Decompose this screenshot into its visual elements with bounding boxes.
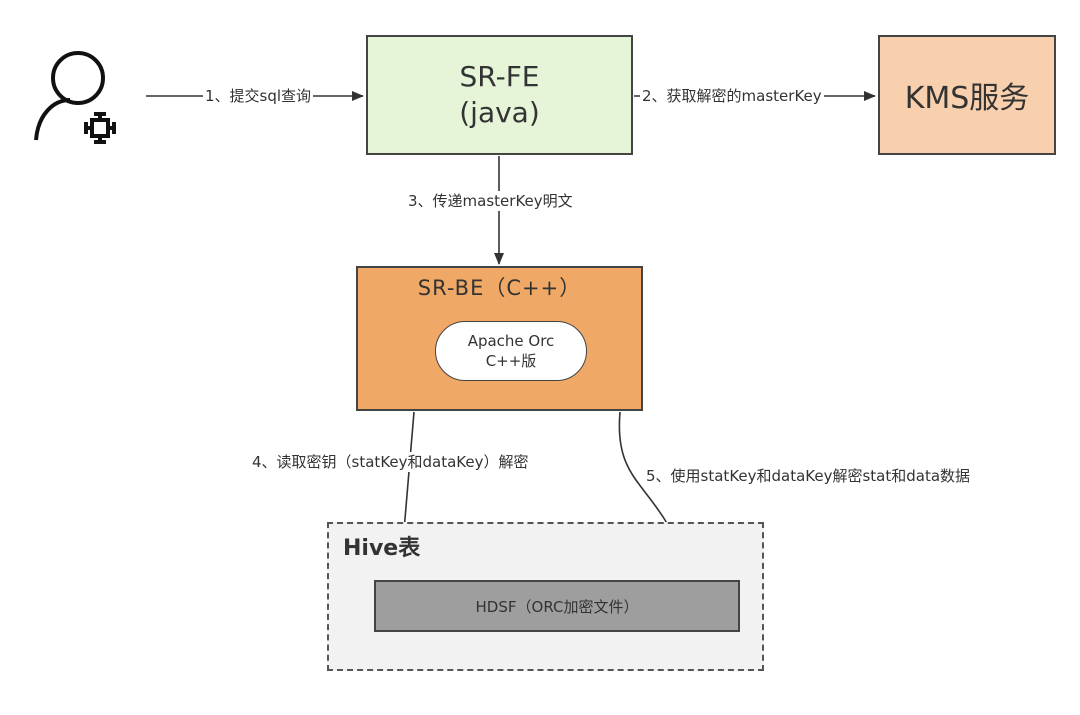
kms-label: KMS服务 xyxy=(904,81,1030,116)
hdfs-label: HDSF（ORC加密文件） xyxy=(475,597,639,616)
user-gear-icon xyxy=(34,51,116,144)
sr-be-title: SR-BE（C++） xyxy=(417,276,582,300)
sr-be-node: SR-BE（C++） Apache Orc C++版 xyxy=(356,266,643,411)
hdfs-node: HDSF（ORC加密文件） xyxy=(374,580,740,632)
sr-fe-title: SR-FE xyxy=(459,60,540,93)
edge-5-label: 5、使用statKey和dataKey解密stat和data数据 xyxy=(644,466,973,486)
edge-3-label: 3、传递masterKey明文 xyxy=(406,191,575,211)
apache-orc-line1: Apache Orc xyxy=(467,332,555,350)
sr-fe-node: SR-FE (java) xyxy=(366,35,633,155)
edge-2-label: 2、获取解密的masterKey xyxy=(640,86,824,106)
edge-1-label: 1、提交sql查询 xyxy=(203,86,314,106)
apache-orc-line2: C++版 xyxy=(485,352,537,370)
sr-fe-subtitle: (java) xyxy=(459,96,540,129)
kms-node: KMS服务 xyxy=(878,35,1056,155)
edge-4-label: 4、读取密钥（statKey和dataKey）解密 xyxy=(250,452,531,472)
apache-orc-node: Apache Orc C++版 xyxy=(435,321,587,381)
hive-table-title: Hive表 xyxy=(343,536,421,561)
